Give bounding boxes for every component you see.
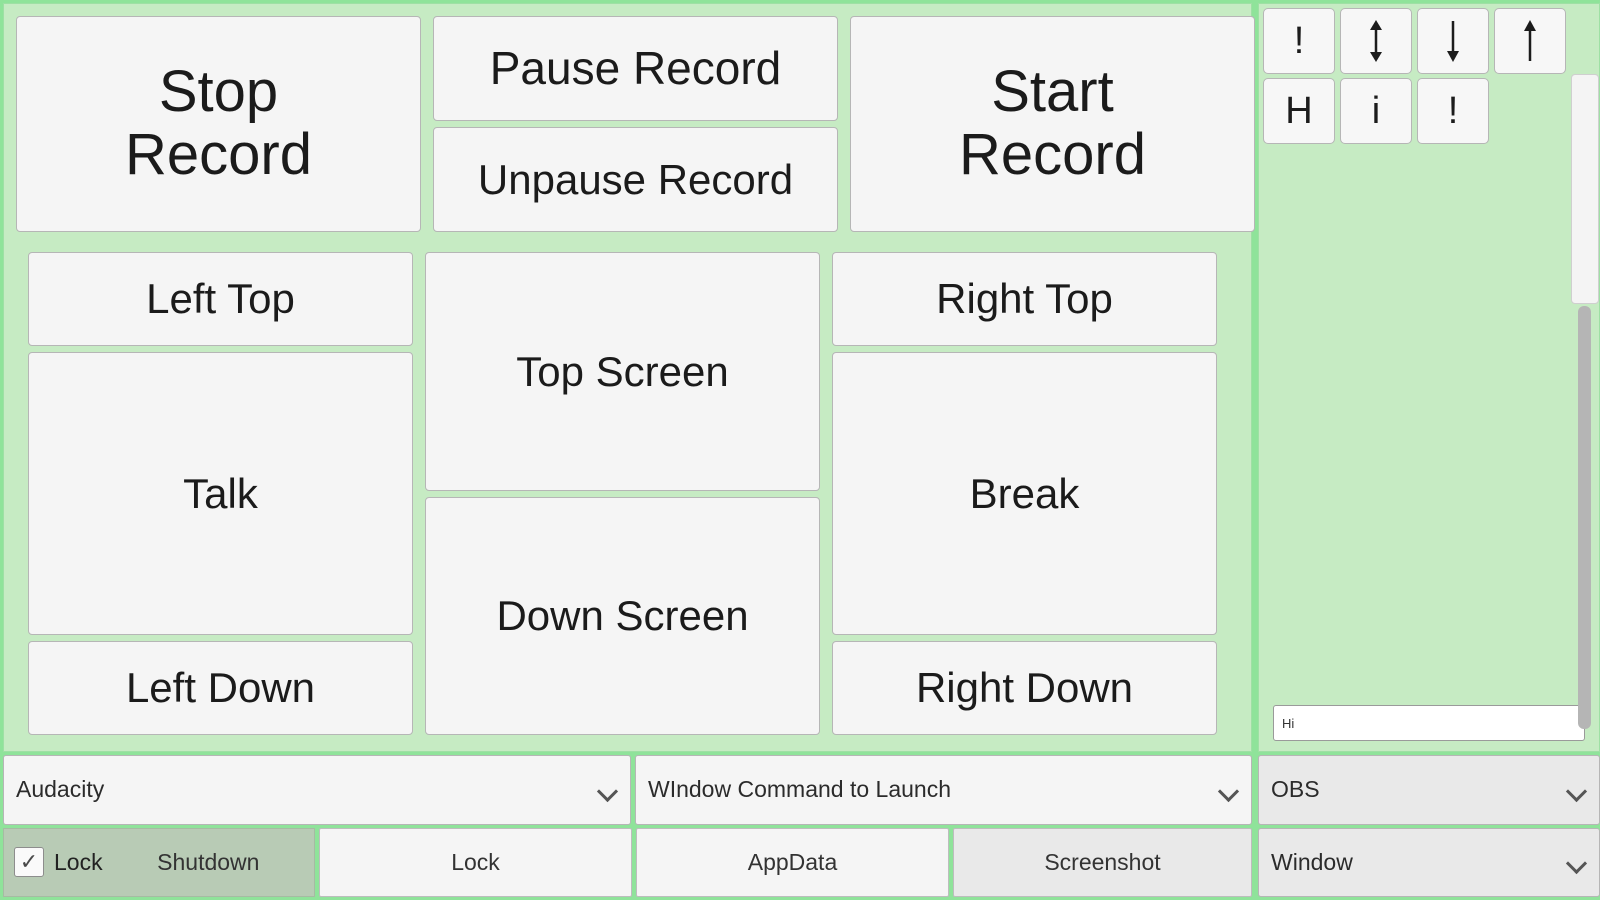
right-top-button[interactable]: Right Top: [832, 252, 1217, 346]
down-screen-button[interactable]: Down Screen: [425, 496, 820, 735]
app-select-dropdown[interactable]: Audacity: [3, 755, 631, 825]
bottom-toolbar-row-2: ✓ Lock Shutdown Lock AppData Screenshot: [3, 827, 1252, 897]
scrollbar-track[interactable]: [1578, 306, 1591, 729]
vertical-scrollbar[interactable]: [1571, 74, 1599, 751]
macro-key-row-2: H i !: [1263, 78, 1599, 144]
chevron-down-icon: [1219, 784, 1239, 796]
obs-select-value: OBS: [1271, 776, 1320, 803]
window-command-select-dropdown[interactable]: WIndow Command to Launch: [635, 755, 1252, 825]
left-column: Stop Record Pause Record Unpause Record …: [0, 0, 1255, 900]
macro-key-row-1: !: [1263, 8, 1599, 74]
pause-record-column: Pause Record Unpause Record: [433, 16, 838, 232]
start-record-column: Start Record: [850, 16, 1255, 232]
screenshot-button[interactable]: Screenshot: [953, 827, 1252, 897]
lock-checkbox[interactable]: ✓: [14, 847, 44, 878]
scrollbar-thumb[interactable]: [1571, 74, 1599, 304]
right-column: !: [1255, 0, 1600, 900]
app-select-value: Audacity: [16, 776, 105, 803]
chevron-down-icon: [1567, 784, 1587, 796]
obs-select-dropdown[interactable]: OBS: [1258, 755, 1600, 825]
grid-right-column: Right Top Break Right Down: [832, 252, 1217, 735]
start-record-button[interactable]: Start Record: [850, 16, 1255, 232]
chevron-down-icon: [598, 784, 618, 796]
lock-shutdown-group[interactable]: ✓ Lock Shutdown: [3, 827, 315, 897]
up-arrow-icon[interactable]: [1494, 8, 1566, 74]
right-bottom-toolbar: OBS Window: [1255, 752, 1600, 900]
shutdown-button[interactable]: Shutdown: [157, 848, 260, 875]
grid-left-column: Left Top Talk Left Down: [28, 252, 413, 735]
chevron-down-icon: [1567, 856, 1587, 868]
left-down-button[interactable]: Left Down: [28, 641, 413, 735]
macro-keys-panel: !: [1258, 3, 1600, 752]
bottom-toolbar-row-1: Audacity WIndow Command to Launch: [3, 755, 1252, 825]
window-command-select-value: WIndow Command to Launch: [648, 776, 951, 803]
macro-text-input[interactable]: [1273, 705, 1585, 741]
appdata-button[interactable]: AppData: [636, 827, 949, 897]
lock-button[interactable]: Lock: [319, 827, 632, 897]
record-controls-section: Stop Record Pause Record Unpause Record …: [4, 4, 1255, 242]
main-green-panel: Stop Record Pause Record Unpause Record …: [3, 3, 1255, 752]
lock-checkbox-label: Lock: [54, 848, 103, 875]
exclamation-icon[interactable]: !: [1417, 78, 1489, 144]
top-screen-button[interactable]: Top Screen: [425, 252, 820, 491]
right-down-button[interactable]: Right Down: [832, 641, 1217, 735]
exclamation-icon[interactable]: !: [1263, 8, 1335, 74]
unpause-record-button[interactable]: Unpause Record: [433, 127, 838, 232]
pause-record-button[interactable]: Pause Record: [433, 16, 838, 121]
macro-text-field-wrap: [1259, 705, 1599, 751]
letter-h-icon[interactable]: H: [1263, 78, 1335, 144]
macro-key-rows: !: [1259, 4, 1599, 144]
screen-layout-grid: Left Top Talk Left Down Top Screen Down …: [4, 242, 1251, 751]
macro-panel-spacer: [1259, 144, 1599, 705]
stop-record-button[interactable]: Stop Record: [16, 16, 421, 232]
break-button[interactable]: Break: [832, 352, 1217, 635]
window-select-dropdown[interactable]: Window: [1258, 827, 1600, 897]
grid-middle-column: Top Screen Down Screen: [425, 252, 820, 735]
up-down-arrow-icon[interactable]: [1340, 8, 1412, 74]
talk-button[interactable]: Talk: [28, 352, 413, 635]
down-arrow-icon[interactable]: [1417, 8, 1489, 74]
stop-record-column: Stop Record: [16, 16, 421, 232]
left-top-button[interactable]: Left Top: [28, 252, 413, 346]
letter-i-icon[interactable]: i: [1340, 78, 1412, 144]
window-select-value: Window: [1271, 848, 1353, 875]
bottom-toolbar: Audacity WIndow Command to Launch ✓ Lock…: [0, 752, 1255, 900]
